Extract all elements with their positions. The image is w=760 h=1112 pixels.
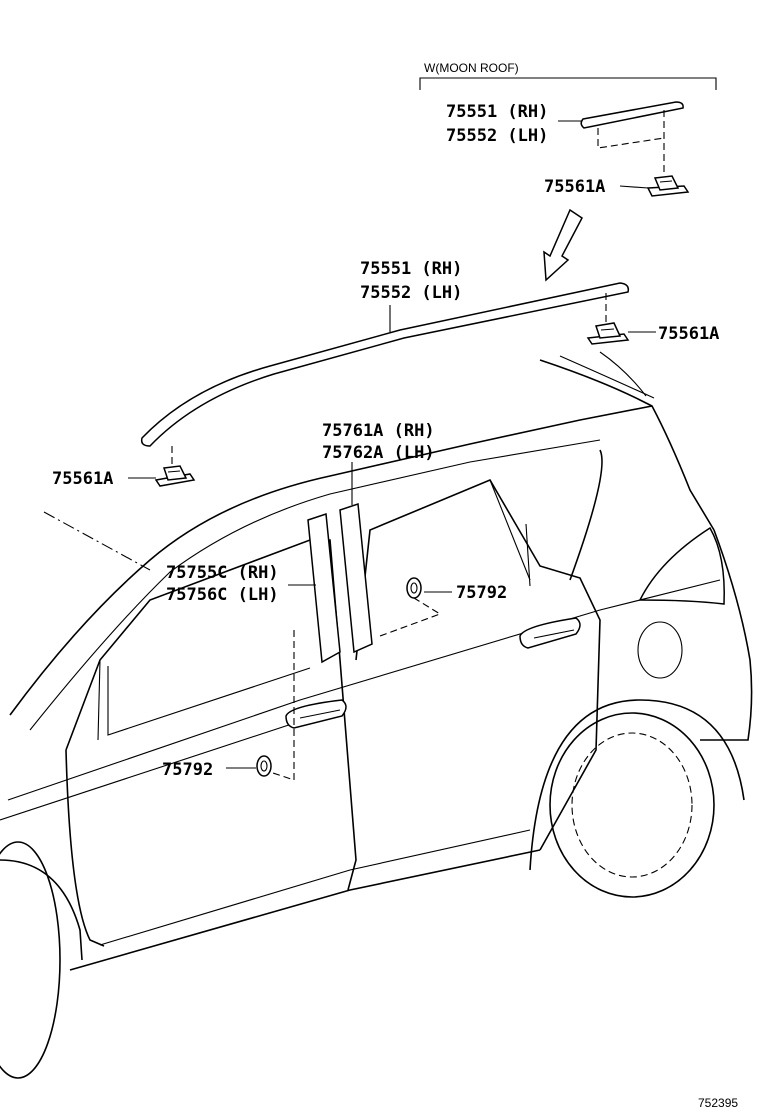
label-clip-front-door: 75792	[162, 760, 213, 780]
rear-pillar-garnish[interactable]	[339, 502, 373, 654]
fuel-lid	[637, 621, 683, 679]
front-window-lower	[107, 666, 311, 736]
rear-pillar-garnish-group: 75761A (RH) 75762A (LH)	[322, 421, 442, 654]
front-window-edge	[97, 659, 101, 741]
moonroof-variant-group: W(MOON ROOF) 75551 (RH) 75552 (LH) 75561…	[419, 61, 717, 282]
clip-rear-door-group: 75792	[406, 577, 507, 603]
moonroof-molding[interactable]	[580, 101, 684, 129]
rear-quarter-glass	[569, 449, 603, 581]
rear-door-handle	[519, 617, 581, 649]
roof-clip-rear-icon[interactable]	[586, 322, 630, 345]
car-body-outline	[0, 351, 753, 1079]
rear-handle-inner	[533, 629, 575, 639]
arrow-icon	[543, 208, 583, 282]
rear-wheel-arch	[529, 699, 745, 871]
windshield-centerline	[43, 511, 151, 571]
front-handle-inner	[299, 709, 341, 719]
figure-code: 752395	[698, 1096, 738, 1110]
label-clip-rear-door: 75792	[456, 583, 507, 603]
label-roof-lh: 75552 (LH)	[360, 283, 462, 303]
rear-bumper	[700, 529, 753, 741]
clip-front-door-group: 75792	[162, 755, 272, 780]
rear-rim	[571, 732, 693, 878]
rocker-inner-line	[99, 829, 531, 946]
label-moonroof-clip: 75561A	[544, 177, 605, 197]
label-roof-clip-front: 75561A	[52, 469, 113, 489]
dash-front-door-clip	[263, 630, 295, 781]
rear-spoiler-line	[559, 355, 655, 399]
label-roof-clip-rear: 75561A	[658, 324, 719, 344]
rear-window-edge	[489, 479, 531, 581]
moonroof-clip-icon[interactable]	[646, 175, 690, 197]
label-front-pillar-rh: 75755C (RH)	[166, 563, 279, 583]
label-rear-pillar-rh: 75761A (RH)	[322, 421, 435, 441]
rear-window-divider	[525, 523, 531, 587]
label-roof-rh: 75551 (RH)	[360, 259, 462, 279]
roof-molding[interactable]	[140, 282, 630, 447]
body-character-line	[7, 579, 721, 801]
rear-door-frame	[355, 478, 601, 851]
roof-clip-front-icon[interactable]	[154, 465, 196, 487]
front-door-front-edge	[65, 749, 105, 947]
clip-front-door-icon[interactable]	[256, 755, 272, 777]
dash-moonroof-molding	[597, 128, 665, 149]
rear-spoiler-edge	[599, 351, 647, 397]
rocker-line	[69, 849, 541, 971]
roof-molding-group: 75551 (RH) 75552 (LH) 75561A 75561A	[52, 259, 719, 489]
roof-inner-line	[29, 439, 601, 731]
label-moonroof-lh: 75552 (LH)	[446, 126, 548, 146]
rear-hatch-line	[539, 359, 715, 531]
dash-rear-door-clip	[379, 597, 442, 637]
variant-bracket	[419, 77, 717, 90]
roof-line	[9, 405, 653, 716]
label-moonroof-rh: 75551 (RH)	[446, 102, 548, 122]
label-front-pillar-lh: 75756C (LH)	[166, 585, 279, 605]
front-tire	[0, 841, 61, 1079]
front-door-handle	[285, 699, 347, 729]
tail-lamp	[638, 526, 725, 605]
front-wheel-arch	[0, 859, 83, 961]
label-rear-pillar-lh: 75762A (LH)	[322, 443, 435, 463]
rear-tire	[549, 712, 715, 898]
front-pillar-garnish-group: 75755C (RH) 75756C (LH)	[166, 512, 341, 781]
leader-moonroof-clip	[619, 185, 649, 189]
clip-rear-door-icon[interactable]	[406, 577, 422, 599]
variant-heading: W(MOON ROOF)	[424, 61, 519, 75]
body-lower-line	[0, 717, 311, 821]
front-pillar-garnish[interactable]	[307, 512, 341, 664]
